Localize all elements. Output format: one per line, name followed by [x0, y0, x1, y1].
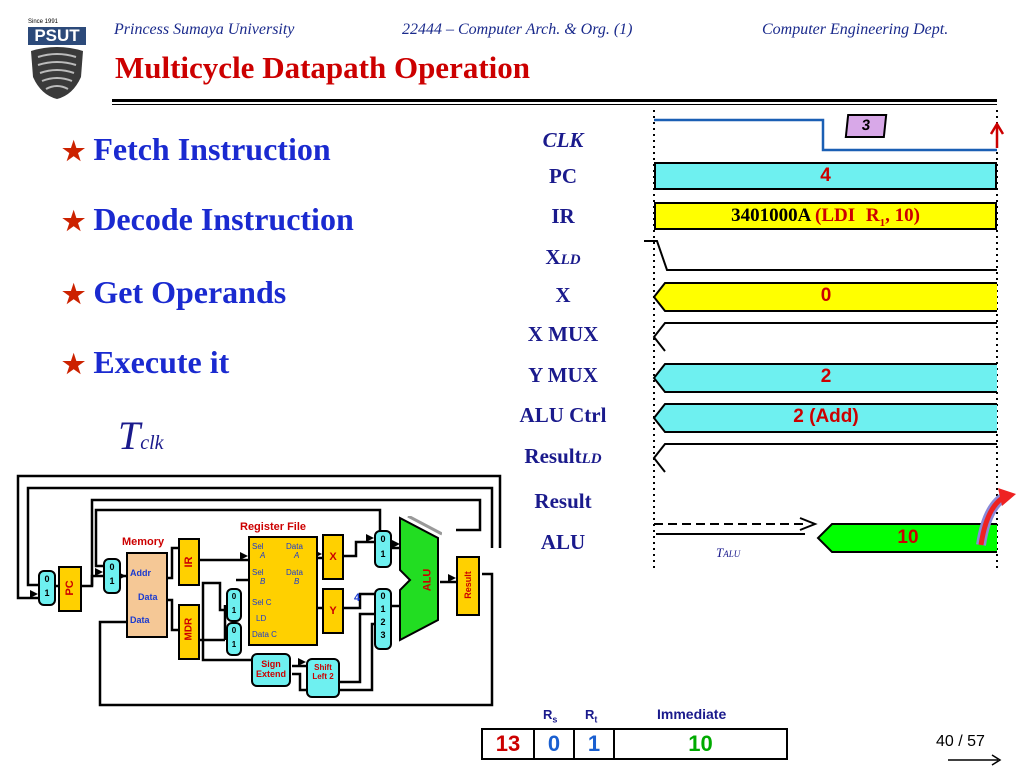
header-dept: Computer Engineering Dept.	[762, 21, 949, 38]
page-number: 40 / 57	[936, 733, 985, 750]
talu-label: TALU	[716, 545, 741, 560]
star-icon: ★	[62, 280, 86, 309]
title-rule-thin	[112, 104, 997, 105]
signal-ir: IR	[551, 204, 575, 228]
bullet-decode: ★Decode Instruction	[62, 201, 354, 237]
alu-value: 10	[897, 527, 919, 548]
instruction-box: 13 0 1 10	[481, 728, 788, 760]
signal-xld: XLD	[545, 245, 581, 269]
memory-label: Memory	[122, 536, 165, 548]
field-label-rt: Rt	[585, 707, 598, 725]
y-register: Y	[322, 588, 344, 634]
logo-since: Since 1991	[28, 19, 59, 25]
star-icon: ★	[62, 137, 86, 166]
logo-crest-icon	[31, 47, 83, 99]
tclk-label: Tclk	[118, 413, 164, 458]
field-opcode: 13	[483, 730, 535, 758]
signal-pc: PC	[549, 164, 577, 188]
ir-value: 3401000A (LDI R1, 10)	[654, 202, 997, 230]
sign-extend: Sign Extend	[251, 653, 291, 687]
signal-alu: ALU	[540, 530, 586, 554]
field-rt: 1	[575, 730, 615, 758]
star-icon: ★	[62, 350, 86, 379]
aluctrl-value: 2 (Add)	[793, 406, 859, 427]
alu-block	[399, 516, 442, 642]
result-register: Result	[456, 556, 480, 616]
header-course: 22444 – Computer Arch. & Org. (1)	[402, 21, 633, 38]
shift-left: Shift Left 2	[306, 658, 340, 698]
university-logo: Since 1991 PSUT	[22, 18, 90, 102]
x-value: 0	[820, 285, 832, 306]
field-label-immediate: Immediate	[657, 706, 727, 722]
ymux-value: 2	[820, 366, 832, 387]
x-register: X	[322, 534, 344, 580]
bullet-fetch: ★Fetch Instruction	[62, 131, 331, 167]
signal-ymux: Y MUX	[528, 363, 598, 387]
register-file: Sel A Data A Sel B Data B Sel C LD Data …	[248, 536, 318, 646]
field-label-rs: Rs	[543, 707, 558, 725]
register-file-label: Register File	[240, 521, 307, 533]
slide-title: Multicycle Datapath Operation	[115, 50, 531, 85]
pc-value: 4	[654, 162, 997, 190]
logo-text: PSUT	[28, 27, 86, 45]
header-university: Princess Sumaya University	[114, 21, 295, 38]
field-rs: 0	[535, 730, 575, 758]
bullet-operands: ★Get Operands	[62, 274, 287, 310]
signal-resultld: ResultLD	[524, 444, 602, 468]
signal-x: X	[555, 283, 571, 307]
mdr-register: MDR	[178, 604, 200, 660]
constant-four: 4	[354, 592, 361, 604]
signal-xmux: X MUX	[527, 322, 599, 346]
title-rule	[112, 99, 997, 102]
bullet-execute: ★Execute it	[62, 344, 230, 380]
signal-clk: CLK	[542, 128, 584, 152]
memory-block: Addr Data Data	[126, 552, 168, 638]
star-icon: ★	[62, 207, 86, 236]
signal-aluctrl: ALU Ctrl	[519, 403, 607, 427]
next-arrow-icon	[948, 754, 1002, 766]
alu-label: ALU	[421, 568, 434, 592]
ir-register: IR	[178, 538, 200, 586]
signal-result: Result	[534, 489, 592, 513]
pc-register: PC	[58, 566, 82, 612]
field-immediate: 10	[615, 730, 786, 758]
clk-arrow-icon	[989, 121, 1005, 148]
